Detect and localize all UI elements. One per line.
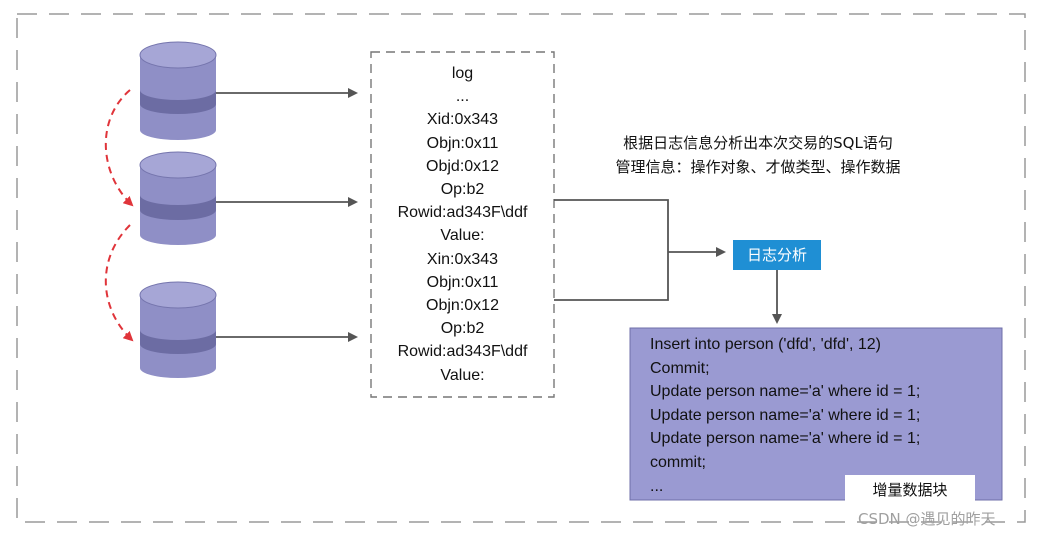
log-line: Objd:0x12 (426, 157, 499, 175)
analysis-caption-line2: 管理信息：操作对象、才做类型、操作数据 (615, 158, 901, 176)
log-line: Value: (440, 227, 485, 245)
database-icon-3 (139, 281, 217, 378)
watermark: CSDN @遇见的昨天 (858, 510, 996, 528)
sql-line: Update person name='a' where id = 1; (650, 430, 921, 448)
database-icon-1 (139, 41, 217, 140)
sql-line: ... (650, 477, 664, 495)
sql-line: Update person name='a' where id = 1; (650, 383, 921, 401)
log-line: Rowid:ad343F\ddf (397, 343, 528, 361)
outer-dashed-frame (16, 13, 1026, 523)
db-transition-arrow-2 (104, 224, 134, 342)
database-icon-2 (139, 151, 217, 245)
analysis-box-label: 日志分析 (746, 246, 807, 264)
sql-line: Insert into person ('dfd', 'dfd', 12) (650, 336, 882, 353)
log-to-analysis-connector (554, 199, 669, 301)
log-line: Rowid:ad343F\ddf (397, 204, 528, 222)
log-line: ... (455, 88, 470, 106)
log-line: Xin:0x343 (426, 250, 499, 268)
log-box (370, 51, 555, 398)
db-transition-arrow-1 (104, 89, 134, 207)
log-line: Xid:0x343 (426, 111, 499, 129)
sql-line: Commit; (650, 359, 710, 377)
analysis-box (733, 240, 821, 270)
log-line: Objn:0x11 (426, 273, 499, 291)
log-line: Value: (440, 366, 485, 384)
sql-box (629, 327, 1003, 501)
incremental-block-label: 增量数据块 (872, 481, 948, 499)
log-line: log (451, 65, 474, 82)
sql-line: Update person name='a' where id = 1; (650, 406, 921, 424)
sql-line: commit; (650, 454, 706, 471)
analysis-caption-line1: 根据日志信息分析出本次交易的SQL语句 (623, 134, 893, 152)
log-line: Objn:0x11 (426, 134, 499, 152)
log-line: Objn:0x12 (426, 297, 499, 314)
log-line: Op:b2 (440, 320, 485, 338)
incremental-block-badge (845, 475, 975, 505)
log-line: Op:b2 (440, 181, 485, 198)
